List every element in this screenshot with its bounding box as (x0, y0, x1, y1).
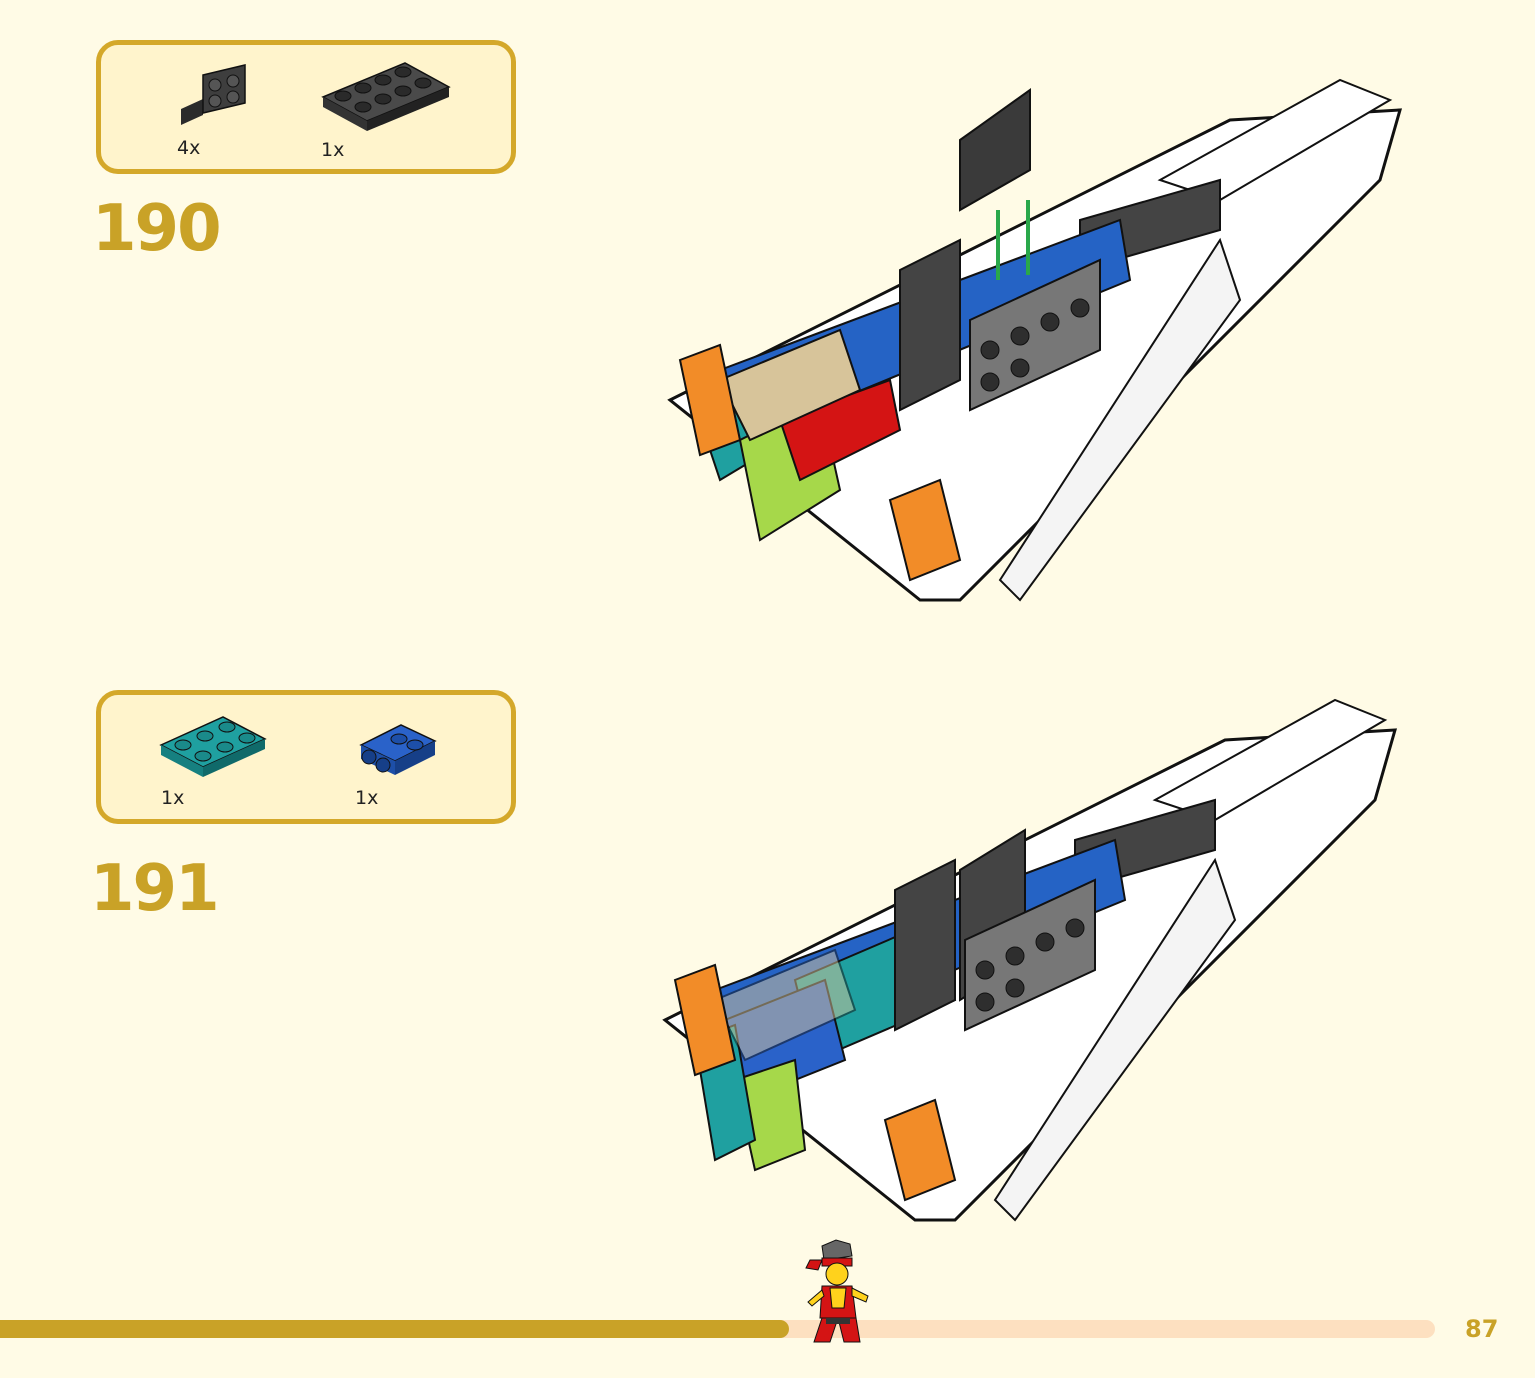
part-quantity: 1x (355, 787, 379, 809)
progress-bar (0, 1320, 1435, 1338)
part-quantity: 4x (177, 137, 201, 159)
part-quantity: 1x (161, 787, 185, 809)
dark-gray-plate-2x4-icon (321, 62, 451, 131)
step-number: 191 (90, 852, 220, 926)
parts-box-step-190: 4x 1x (96, 40, 516, 174)
minifigure-runner-icon (805, 1239, 869, 1343)
progress-fill (0, 1320, 790, 1338)
page-number: 87 (1465, 1315, 1499, 1343)
teal-plate-2x3-icon (159, 716, 267, 777)
build-illustration-step-191 (662, 698, 1398, 1222)
dark-gray-bracket-1x2-2x2-icon (181, 64, 246, 125)
build-illustration-step-190 (667, 78, 1403, 602)
part-quantity: 1x (321, 139, 345, 161)
step-number: 190 (92, 192, 222, 266)
blue-plate-studs-on-side-icon (359, 724, 437, 775)
parts-box-step-191: 1x 1x (96, 690, 516, 824)
